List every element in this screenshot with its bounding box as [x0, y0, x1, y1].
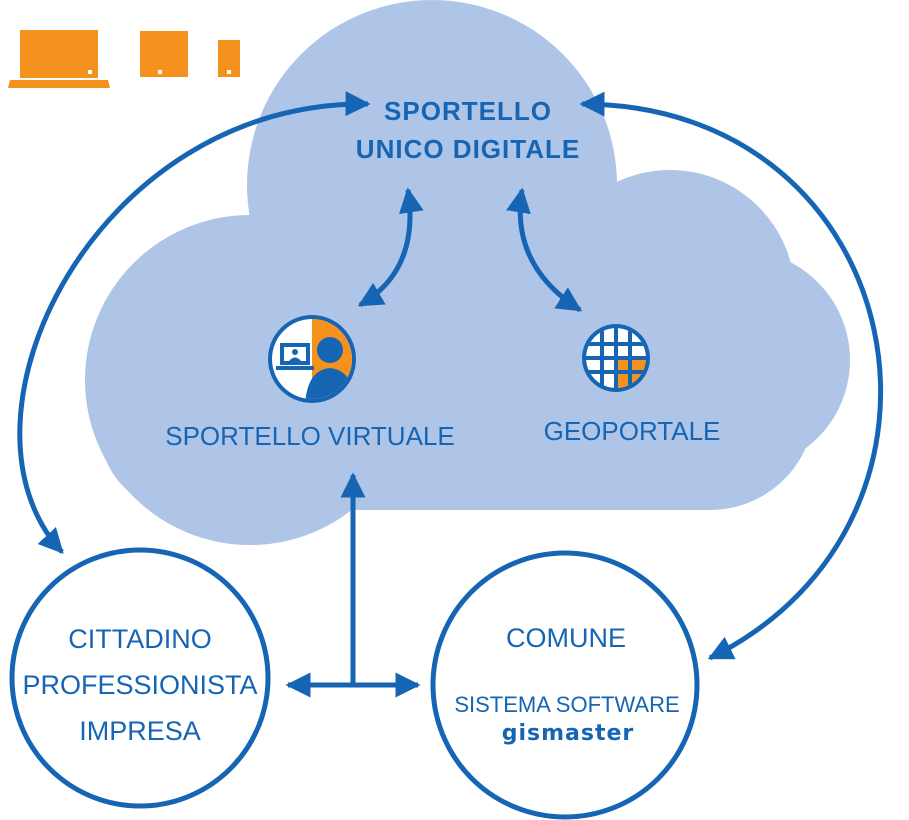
sistema-software-label: SISTEMA SOFTWARE: [454, 692, 679, 717]
connector-arrows: [17, 91, 884, 698]
cloud-shape: [85, 0, 850, 545]
comune-circle: [430, 550, 700, 820]
device-icons: [8, 30, 240, 88]
cittadino-circle: [9, 547, 271, 809]
geoportale-label: GEOPORTALE: [544, 416, 721, 446]
arrow-left-loop: [17, 91, 371, 554]
laptop-icon: [8, 30, 110, 88]
gismaster-logo: gismaster: [502, 721, 635, 746]
tablet-icon: [140, 31, 188, 77]
professionista-label: PROFESSIONISTA: [22, 670, 257, 700]
sportello-virtuale-label: SPORTELLO VIRTUALE: [165, 421, 454, 451]
comune-label: COMUNE: [506, 623, 626, 653]
arrow-title-to-virtuale: [357, 187, 424, 308]
arrow-right-loop: [579, 91, 884, 661]
impresa-label: IMPRESA: [79, 716, 201, 746]
cittadino-label: CITTADINO: [68, 624, 212, 654]
phone-icon: [218, 40, 240, 77]
cloud-title-line2: UNICO DIGITALE: [356, 134, 580, 164]
arrow-title-to-geoportale: [506, 187, 583, 313]
cloud-title-line1: SPORTELLO: [384, 96, 552, 126]
